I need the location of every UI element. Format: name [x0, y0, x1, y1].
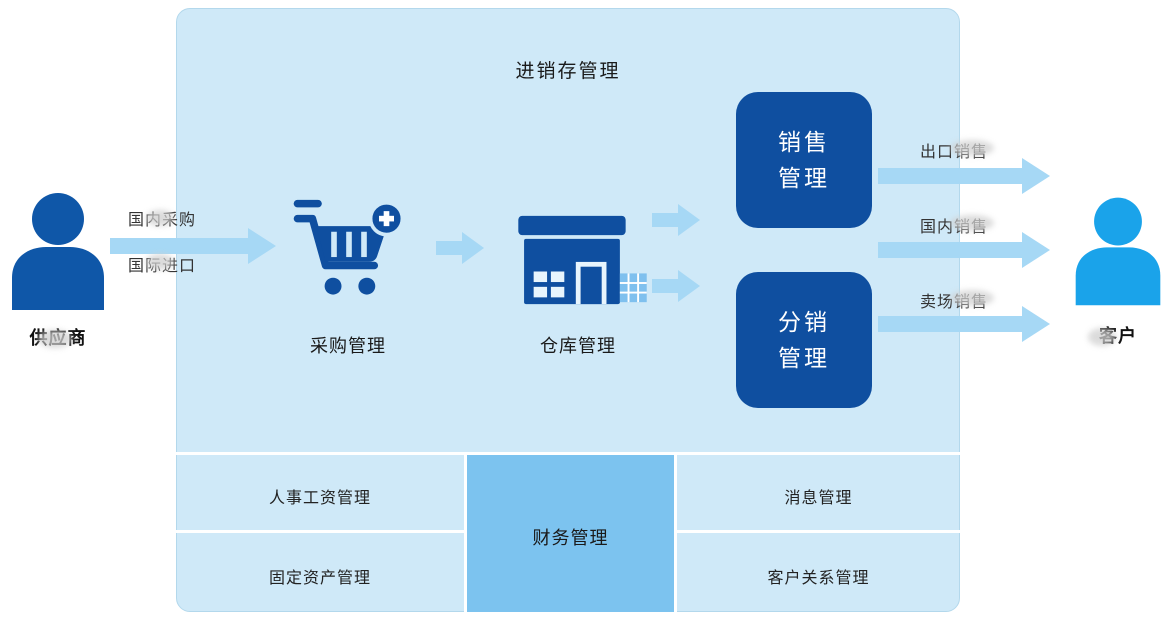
storefront-icon [518, 214, 648, 311]
arrow-warehouse-to-sales [652, 204, 700, 236]
watermark-smudge [950, 140, 994, 156]
module-finance: 财务管理 [532, 528, 609, 548]
sales-line1: 销售 [778, 129, 830, 155]
distribution-line1: 分销 [778, 309, 830, 335]
divider-vertical-left [464, 455, 467, 612]
module-crm: 客户关系管理 [767, 570, 870, 587]
divider-vertical-right [674, 455, 677, 612]
sales-module-box: 销售 管理 [736, 92, 872, 228]
module-hr-payroll: 人事工资管理 [268, 490, 371, 507]
supplier-person-icon [8, 192, 108, 315]
watermark-smudge [146, 210, 174, 226]
divider-row-left [176, 530, 464, 533]
purchase-module-label: 采购管理 [310, 336, 386, 356]
outbound-arrow-domestic [878, 232, 1050, 268]
diagram-title: 进销存管理 [515, 61, 621, 82]
outbound-arrow-store [878, 306, 1050, 342]
module-messages: 消息管理 [784, 490, 853, 507]
distribution-module-box: 分销 管理 [736, 272, 872, 408]
watermark-smudge [146, 254, 174, 270]
customer-label: 客户 [1099, 326, 1137, 346]
module-fixed-assets: 固定资产管理 [268, 570, 371, 587]
watermark-smudge [38, 330, 72, 348]
customer-person-icon [1072, 196, 1164, 311]
inbound-arrow [110, 228, 276, 264]
watermark-smudge [950, 290, 994, 306]
watermark-smudge [1088, 328, 1116, 346]
divider-row-right [677, 530, 960, 533]
distribution-line2: 管理 [778, 345, 830, 371]
divider-horizontal-top [176, 452, 960, 455]
arrow-warehouse-to-distribution [652, 270, 700, 302]
warehouse-module-label: 仓库管理 [540, 336, 616, 356]
finance-cell [467, 455, 674, 612]
arrow-purchase-to-warehouse [436, 232, 484, 264]
watermark-smudge [950, 215, 994, 231]
shopping-cart-plus-icon [288, 198, 410, 308]
sales-line2: 管理 [778, 165, 830, 191]
outbound-arrow-export [878, 158, 1050, 194]
